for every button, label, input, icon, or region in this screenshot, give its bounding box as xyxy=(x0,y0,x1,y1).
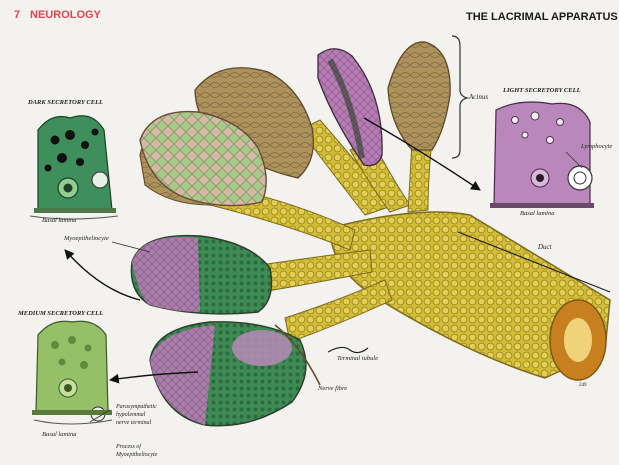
terminal-tubule-label: Terminal tubule xyxy=(337,356,378,363)
myoepitheliocyte-label: Myoepitheliocyte xyxy=(64,236,109,243)
parasympathetic-label-1: Parasympathetic xyxy=(116,404,157,410)
parasympathetic-label-3: nerve terminal xyxy=(116,420,151,426)
process-label-2: Myoepitheliocyte xyxy=(116,452,157,458)
dark-secretory-cell xyxy=(30,116,118,219)
acinus-tan-right xyxy=(388,42,450,150)
parasympathetic-label-2: hypolemmal xyxy=(116,412,145,418)
arrow-to-dark-cell xyxy=(65,250,140,300)
plate-title: THE LACRIMAL APPARATUS xyxy=(466,12,618,23)
light-cell-title: LIGHT SECRETORY CELL xyxy=(503,88,581,95)
light-secretory-cell xyxy=(490,102,594,208)
terminal-tubule-bracket xyxy=(328,347,368,352)
nerve-fibre-label: Nerve fibre xyxy=(318,386,347,393)
duct-label: Duct xyxy=(538,244,552,251)
basal-lamina-medium-label: Basal lamina xyxy=(42,432,77,439)
process-label-1: Process of xyxy=(116,444,141,450)
basal-lamina-light-label: Basal lamina xyxy=(520,211,555,218)
dark-cell-title: DARK SECRETORY CELL xyxy=(28,100,103,107)
acinus-label: Acinus xyxy=(469,94,488,101)
chapter-title: NEUROLOGY xyxy=(30,10,101,21)
chapter-number: 7 xyxy=(14,10,20,21)
acinus-bracket xyxy=(452,36,467,158)
page-number: 249 xyxy=(579,383,587,388)
medium-secretory-cell xyxy=(32,321,112,424)
lymphocyte-label: Lymphocyte xyxy=(581,144,612,151)
branch-mid xyxy=(260,250,372,292)
branch-lower xyxy=(285,280,392,342)
medium-cell-title: MEDIUM SECRETORY CELL xyxy=(18,311,103,318)
basal-lamina-dark-label: Basal lamina xyxy=(42,218,77,225)
